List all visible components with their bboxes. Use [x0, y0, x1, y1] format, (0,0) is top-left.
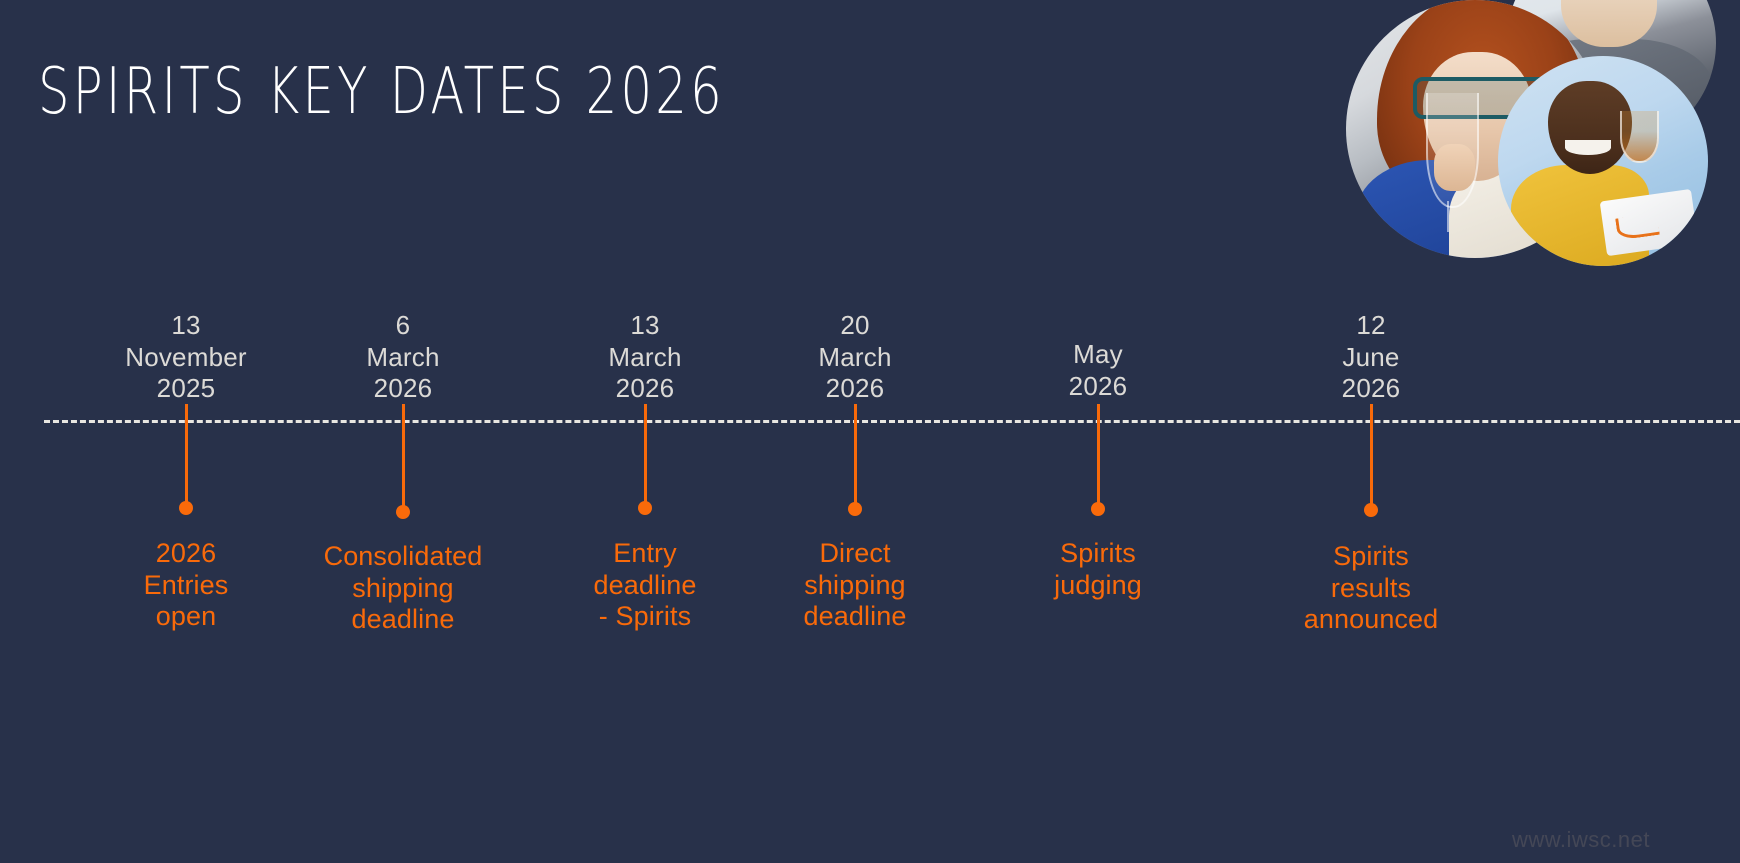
timeline-dot: [179, 501, 193, 515]
timeline-date-label: 12 June 2026: [1341, 310, 1401, 403]
timeline-dot: [848, 502, 862, 516]
timeline-milestone-label: Consolidated shipping deadline: [323, 541, 483, 634]
timeline-milestone-label: Spirits judging: [1054, 538, 1142, 600]
timeline-dot: [396, 505, 410, 519]
photo-decor-smile: [1565, 140, 1612, 155]
timeline-date-label: 20 March 2026: [818, 310, 892, 403]
timeline-date-label: 6 March 2026: [366, 310, 440, 403]
timeline-stem: [184, 404, 188, 510]
page-title: SPIRITS KEY DATES 2026: [38, 53, 725, 129]
timeline-milestone-label: Entry deadline - Spirits: [593, 538, 697, 631]
judges-photo-cluster: [1328, 0, 1740, 338]
timeline-stem: [401, 404, 405, 514]
timeline-milestone-label: Spirits results announced: [1303, 541, 1439, 634]
timeline-stem: [643, 404, 647, 510]
photo-decor-face: [1548, 81, 1633, 174]
glass-stem-icon: [1446, 201, 1449, 233]
tasting-glass-icon: [1619, 110, 1660, 163]
timeline-axis: [44, 420, 1740, 423]
timeline-dot: [638, 501, 652, 515]
timeline-dot: [1091, 502, 1105, 516]
timeline-stem: [853, 404, 857, 514]
watermark: www.iwsc.net: [1511, 827, 1650, 852]
timeline-date-label: 13 March 2026: [608, 310, 682, 403]
timeline-stem: [1096, 404, 1100, 512]
timeline-date-label: 13 November 2025: [125, 310, 247, 403]
timeline-milestone-label: 2026 Entries open: [143, 538, 229, 631]
photo-judge-smiling-man: [1498, 56, 1708, 266]
timeline-date-label: May 2026: [1068, 339, 1128, 401]
timeline-dot: [1364, 503, 1378, 517]
timeline-milestone-label: Direct shipping deadline: [803, 538, 907, 631]
photo-decor-hand: [1433, 144, 1475, 191]
timeline-stem: [1369, 404, 1373, 512]
